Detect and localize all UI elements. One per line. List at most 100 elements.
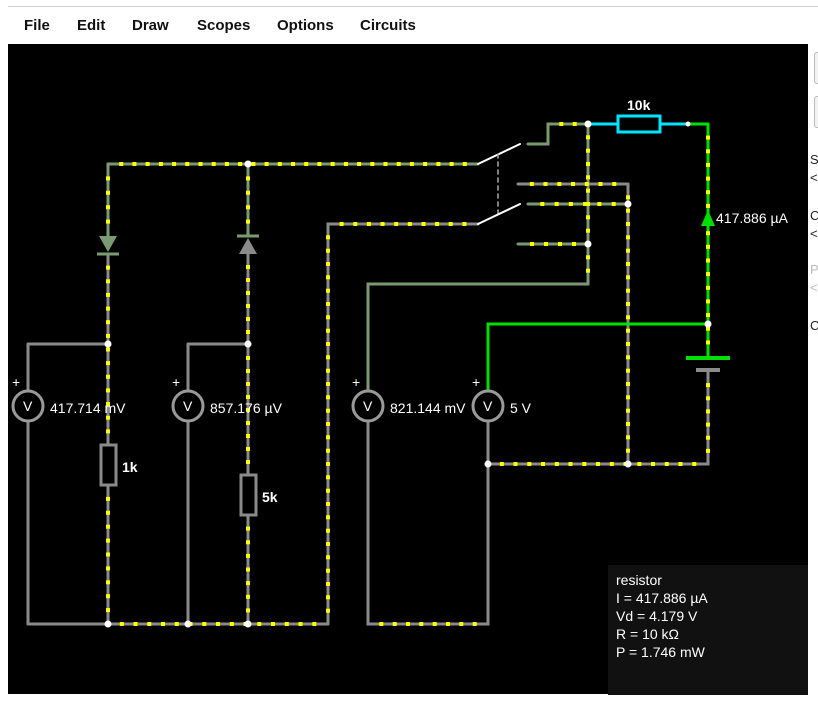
switch-1-blade[interactable]	[477, 143, 521, 165]
current-dot	[339, 222, 344, 226]
menu-scopes[interactable]: Scopes	[197, 17, 251, 34]
current-dot	[572, 122, 577, 126]
current-dot	[229, 622, 234, 626]
resistor-5k[interactable]	[239, 473, 258, 517]
current-dot	[317, 162, 322, 166]
circuit-canvas[interactable]: 1k 5k 10k 417.886 µA V + 417.714 mV V + …	[8, 44, 808, 694]
current-dot	[637, 462, 642, 466]
wire-vm3-bottom[interactable]	[366, 420, 490, 626]
menu-file[interactable]: File	[24, 17, 50, 34]
current-dot	[158, 162, 163, 166]
voltmeter-1-reading: 417.714 mV	[50, 400, 126, 416]
current-dot	[271, 622, 275, 626]
current-dot	[554, 462, 559, 466]
current-dot	[304, 162, 309, 166]
current-dot	[326, 595, 330, 600]
voltmeter-4[interactable]: V +	[471, 374, 505, 423]
menu-draw[interactable]: Draw	[132, 17, 169, 34]
current-dot	[298, 622, 303, 626]
current-dot	[706, 383, 710, 388]
voltmeter-2-plus: +	[172, 374, 180, 390]
current-dot	[246, 460, 250, 464]
current-dot	[161, 622, 165, 626]
wire-vm2[interactable]	[186, 342, 250, 626]
voltmeter-1-plus: +	[12, 374, 20, 390]
current-dot	[326, 488, 330, 493]
side-panel-button-2[interactable]	[814, 96, 818, 128]
menu-circuits[interactable]: Circuits	[360, 17, 416, 34]
current-dot	[597, 202, 602, 206]
battery-5v[interactable]	[686, 356, 730, 372]
current-dot	[513, 462, 518, 466]
current-dot	[462, 222, 467, 226]
resistor-1k-label: 1k	[122, 459, 138, 475]
current-dot	[626, 248, 630, 253]
info-title: resistor	[616, 572, 662, 588]
diode-2[interactable]	[237, 234, 259, 254]
current-dot	[664, 462, 669, 466]
current-dot	[383, 162, 388, 166]
current-dot	[406, 622, 410, 626]
menu-edit[interactable]: Edit	[77, 17, 106, 34]
side-panel-arrow-2[interactable]: <	[810, 226, 818, 241]
switch-2-blade[interactable]	[477, 203, 521, 225]
current-dot	[540, 202, 545, 206]
current-dot	[611, 202, 616, 206]
resistor-1k[interactable]	[99, 443, 118, 487]
current-dot	[626, 342, 630, 346]
current-dot	[246, 408, 250, 412]
side-panel-arrow-3[interactable]: <	[810, 280, 818, 295]
wire-vm4-green[interactable]	[486, 322, 710, 392]
current-dot	[586, 135, 590, 140]
current-dot	[626, 395, 630, 400]
current-dot	[706, 448, 710, 453]
current-dot	[326, 302, 330, 306]
diode-1[interactable]	[97, 236, 119, 256]
current-dot	[251, 162, 256, 166]
current-dot	[246, 265, 250, 269]
voltmeter-3[interactable]: V +	[351, 374, 385, 423]
current-dot	[706, 162, 710, 167]
current-dot	[145, 162, 150, 166]
current-dot	[554, 202, 559, 206]
current-dots	[106, 122, 710, 626]
side-panel-arrow-1[interactable]: <	[810, 170, 818, 185]
voltmeter-2[interactable]: V +	[171, 374, 205, 423]
wire-vm1[interactable]	[26, 342, 110, 626]
current-dot	[706, 190, 710, 195]
current-dot	[147, 622, 152, 626]
side-panel-label-3: P	[810, 262, 818, 277]
current-dot	[119, 622, 124, 626]
voltmeter-4-plus: +	[472, 374, 480, 390]
menu-options[interactable]: Options	[277, 17, 334, 34]
current-dot	[238, 162, 243, 166]
wire-bottom-right[interactable]	[486, 370, 710, 466]
current-dot	[586, 188, 590, 193]
side-panel-button-1[interactable]	[814, 52, 818, 84]
current-dot	[446, 622, 450, 626]
current-dot	[326, 355, 330, 360]
current-dot	[626, 355, 630, 360]
current-dot	[224, 162, 229, 166]
current-dot	[586, 148, 590, 153]
current-dot	[472, 622, 477, 626]
voltmeter-1[interactable]: V +	[11, 374, 45, 423]
current-dot	[326, 568, 330, 573]
current-dot	[557, 182, 562, 186]
side-panel-label-2: C	[810, 208, 818, 223]
switch-1-contact[interactable]	[526, 122, 590, 146]
current-dot	[246, 447, 250, 451]
current-dot	[499, 462, 504, 466]
current-dot	[106, 566, 110, 571]
circuit-diagram[interactable]: 1k 5k 10k 417.886 µA V + 417.714 mV V + …	[8, 44, 808, 694]
resistor-10k[interactable]	[616, 114, 662, 134]
current-dot	[626, 382, 630, 386]
current-dot	[106, 510, 110, 515]
current-dot	[706, 135, 710, 140]
side-panel: S < C < P < C	[808, 44, 818, 694]
current-dot	[246, 594, 250, 599]
current-dot	[366, 222, 371, 226]
current-dot	[326, 528, 330, 533]
current-dot	[436, 162, 441, 166]
current-dot	[586, 162, 590, 166]
